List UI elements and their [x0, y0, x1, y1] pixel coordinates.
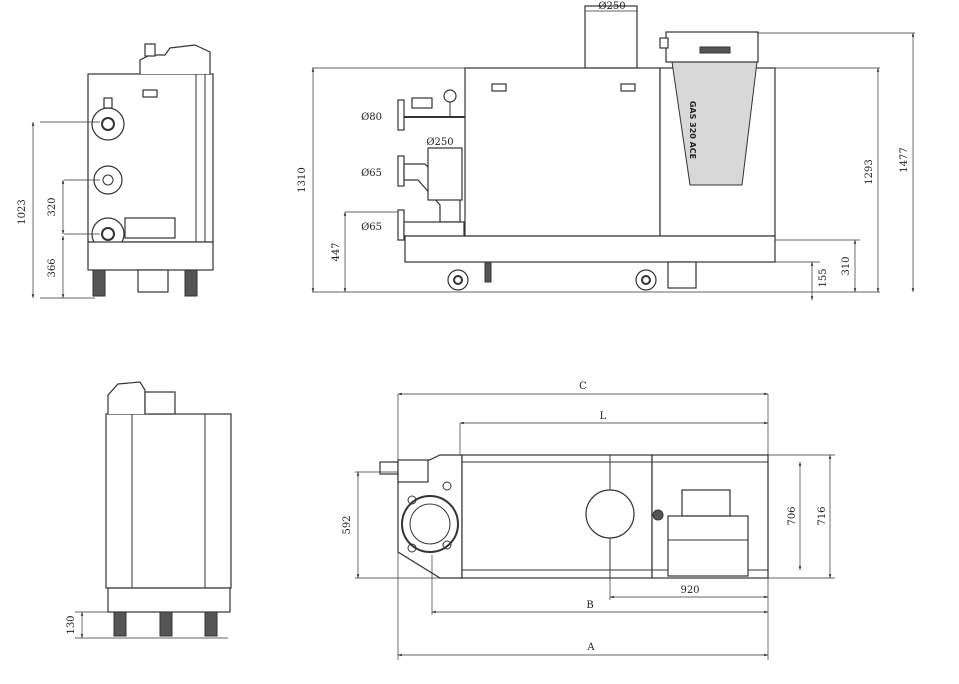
rear-body — [105, 413, 232, 589]
top-view: C L 920 B A 592 706 716 — [342, 381, 835, 660]
front-base — [404, 235, 776, 263]
rear-view: 130 — [66, 381, 232, 639]
dim-130: 130 — [66, 615, 77, 634]
dim-flow: Ø65 — [361, 168, 382, 179]
side-flue-connector — [139, 44, 211, 74]
dim-592: 592 — [342, 515, 353, 534]
dim-A: A — [586, 642, 595, 653]
dim-920: 920 — [680, 585, 699, 596]
dim-366: 366 — [47, 258, 58, 277]
dim-B: B — [586, 600, 593, 611]
side-view: 1023 320 366 — [17, 43, 214, 299]
rear-base — [107, 587, 231, 613]
wheel-left — [447, 269, 469, 291]
side-base — [87, 241, 214, 271]
side-burner-block — [124, 217, 176, 239]
gas-pipe — [397, 89, 465, 131]
dim-1293: 1293 — [864, 159, 875, 184]
burner-top — [681, 489, 731, 517]
top-flue-circle — [585, 489, 635, 539]
dim-1023: 1023 — [17, 199, 28, 224]
dim-706: 706 — [787, 506, 798, 525]
dim-C: C — [579, 381, 587, 392]
front-view: Ø250 GAS 320 ACE Ø80 Ø250 Ø65 — [297, 1, 915, 301]
dim-flue-side: Ø250 — [426, 137, 453, 148]
dim-return: Ø65 — [361, 222, 382, 233]
dim-716: 716 — [817, 506, 828, 525]
flow-pipe — [397, 147, 463, 223]
front-flue-top — [584, 5, 638, 69]
side-flange-top — [91, 97, 125, 141]
dim-320: 320 — [47, 197, 58, 216]
wheel-right — [635, 269, 657, 291]
dim-L: L — [600, 411, 607, 422]
side-handle — [142, 89, 158, 98]
front-body-left — [464, 67, 661, 237]
dim-1310: 1310 — [297, 167, 308, 192]
dim-gas: Ø80 — [361, 112, 382, 123]
dim-447: 447 — [331, 242, 342, 261]
dim-1477: 1477 — [899, 147, 910, 172]
rear-flue — [107, 381, 146, 414]
top-flue-ring — [401, 495, 459, 553]
dim-155: 155 — [818, 268, 829, 287]
product-label: GAS 320 ACE — [688, 101, 697, 159]
dim-flue-top: Ø250 — [598, 1, 625, 12]
dim-310: 310 — [841, 256, 852, 275]
